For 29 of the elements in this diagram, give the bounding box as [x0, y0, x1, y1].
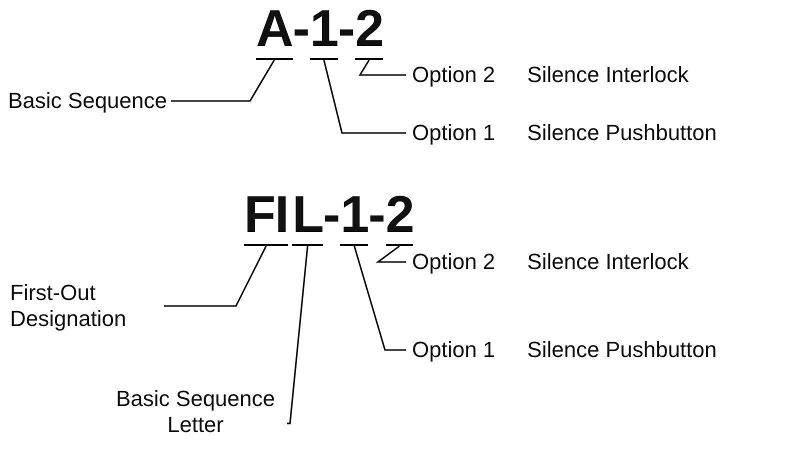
option-label: Basic Sequence	[8, 88, 167, 114]
callout-label: Basic Sequence Letter	[108, 386, 283, 438]
callout-label: First-Out Designation	[10, 280, 160, 332]
separator-hyphen: -	[368, 190, 386, 240]
underlined-code-segment: 1	[310, 4, 338, 60]
underlined-code-segment: A	[256, 4, 293, 60]
leader-line	[171, 60, 275, 102]
leader-line	[323, 60, 406, 134]
option-description: Silence Interlock	[527, 249, 689, 275]
option-label: Option 2	[412, 62, 496, 88]
separator-hyphen: -	[322, 190, 340, 240]
leader-line	[358, 60, 406, 76]
underlined-code-segment: 2	[355, 4, 384, 60]
leader-line	[164, 246, 267, 307]
separator-hyphen: -	[292, 4, 310, 54]
option-label: Option 1	[412, 337, 496, 363]
option-description: Silence Pushbutton	[527, 120, 717, 146]
underlined-code-segment: L	[292, 190, 323, 246]
leader-line	[354, 246, 406, 351]
option-description: Silence Pushbutton	[527, 337, 717, 363]
option-label: Option 1	[412, 120, 496, 146]
leader-line	[376, 245, 406, 263]
underlined-code-segment: 1	[340, 190, 368, 246]
option-label: Option 2	[412, 249, 496, 275]
option-description: Silence Interlock	[527, 62, 689, 88]
leader-line	[287, 246, 308, 424]
underlined-code-segment: FI	[244, 190, 288, 246]
underlined-code-segment: 2	[386, 190, 414, 246]
separator-hyphen: -	[338, 4, 356, 54]
